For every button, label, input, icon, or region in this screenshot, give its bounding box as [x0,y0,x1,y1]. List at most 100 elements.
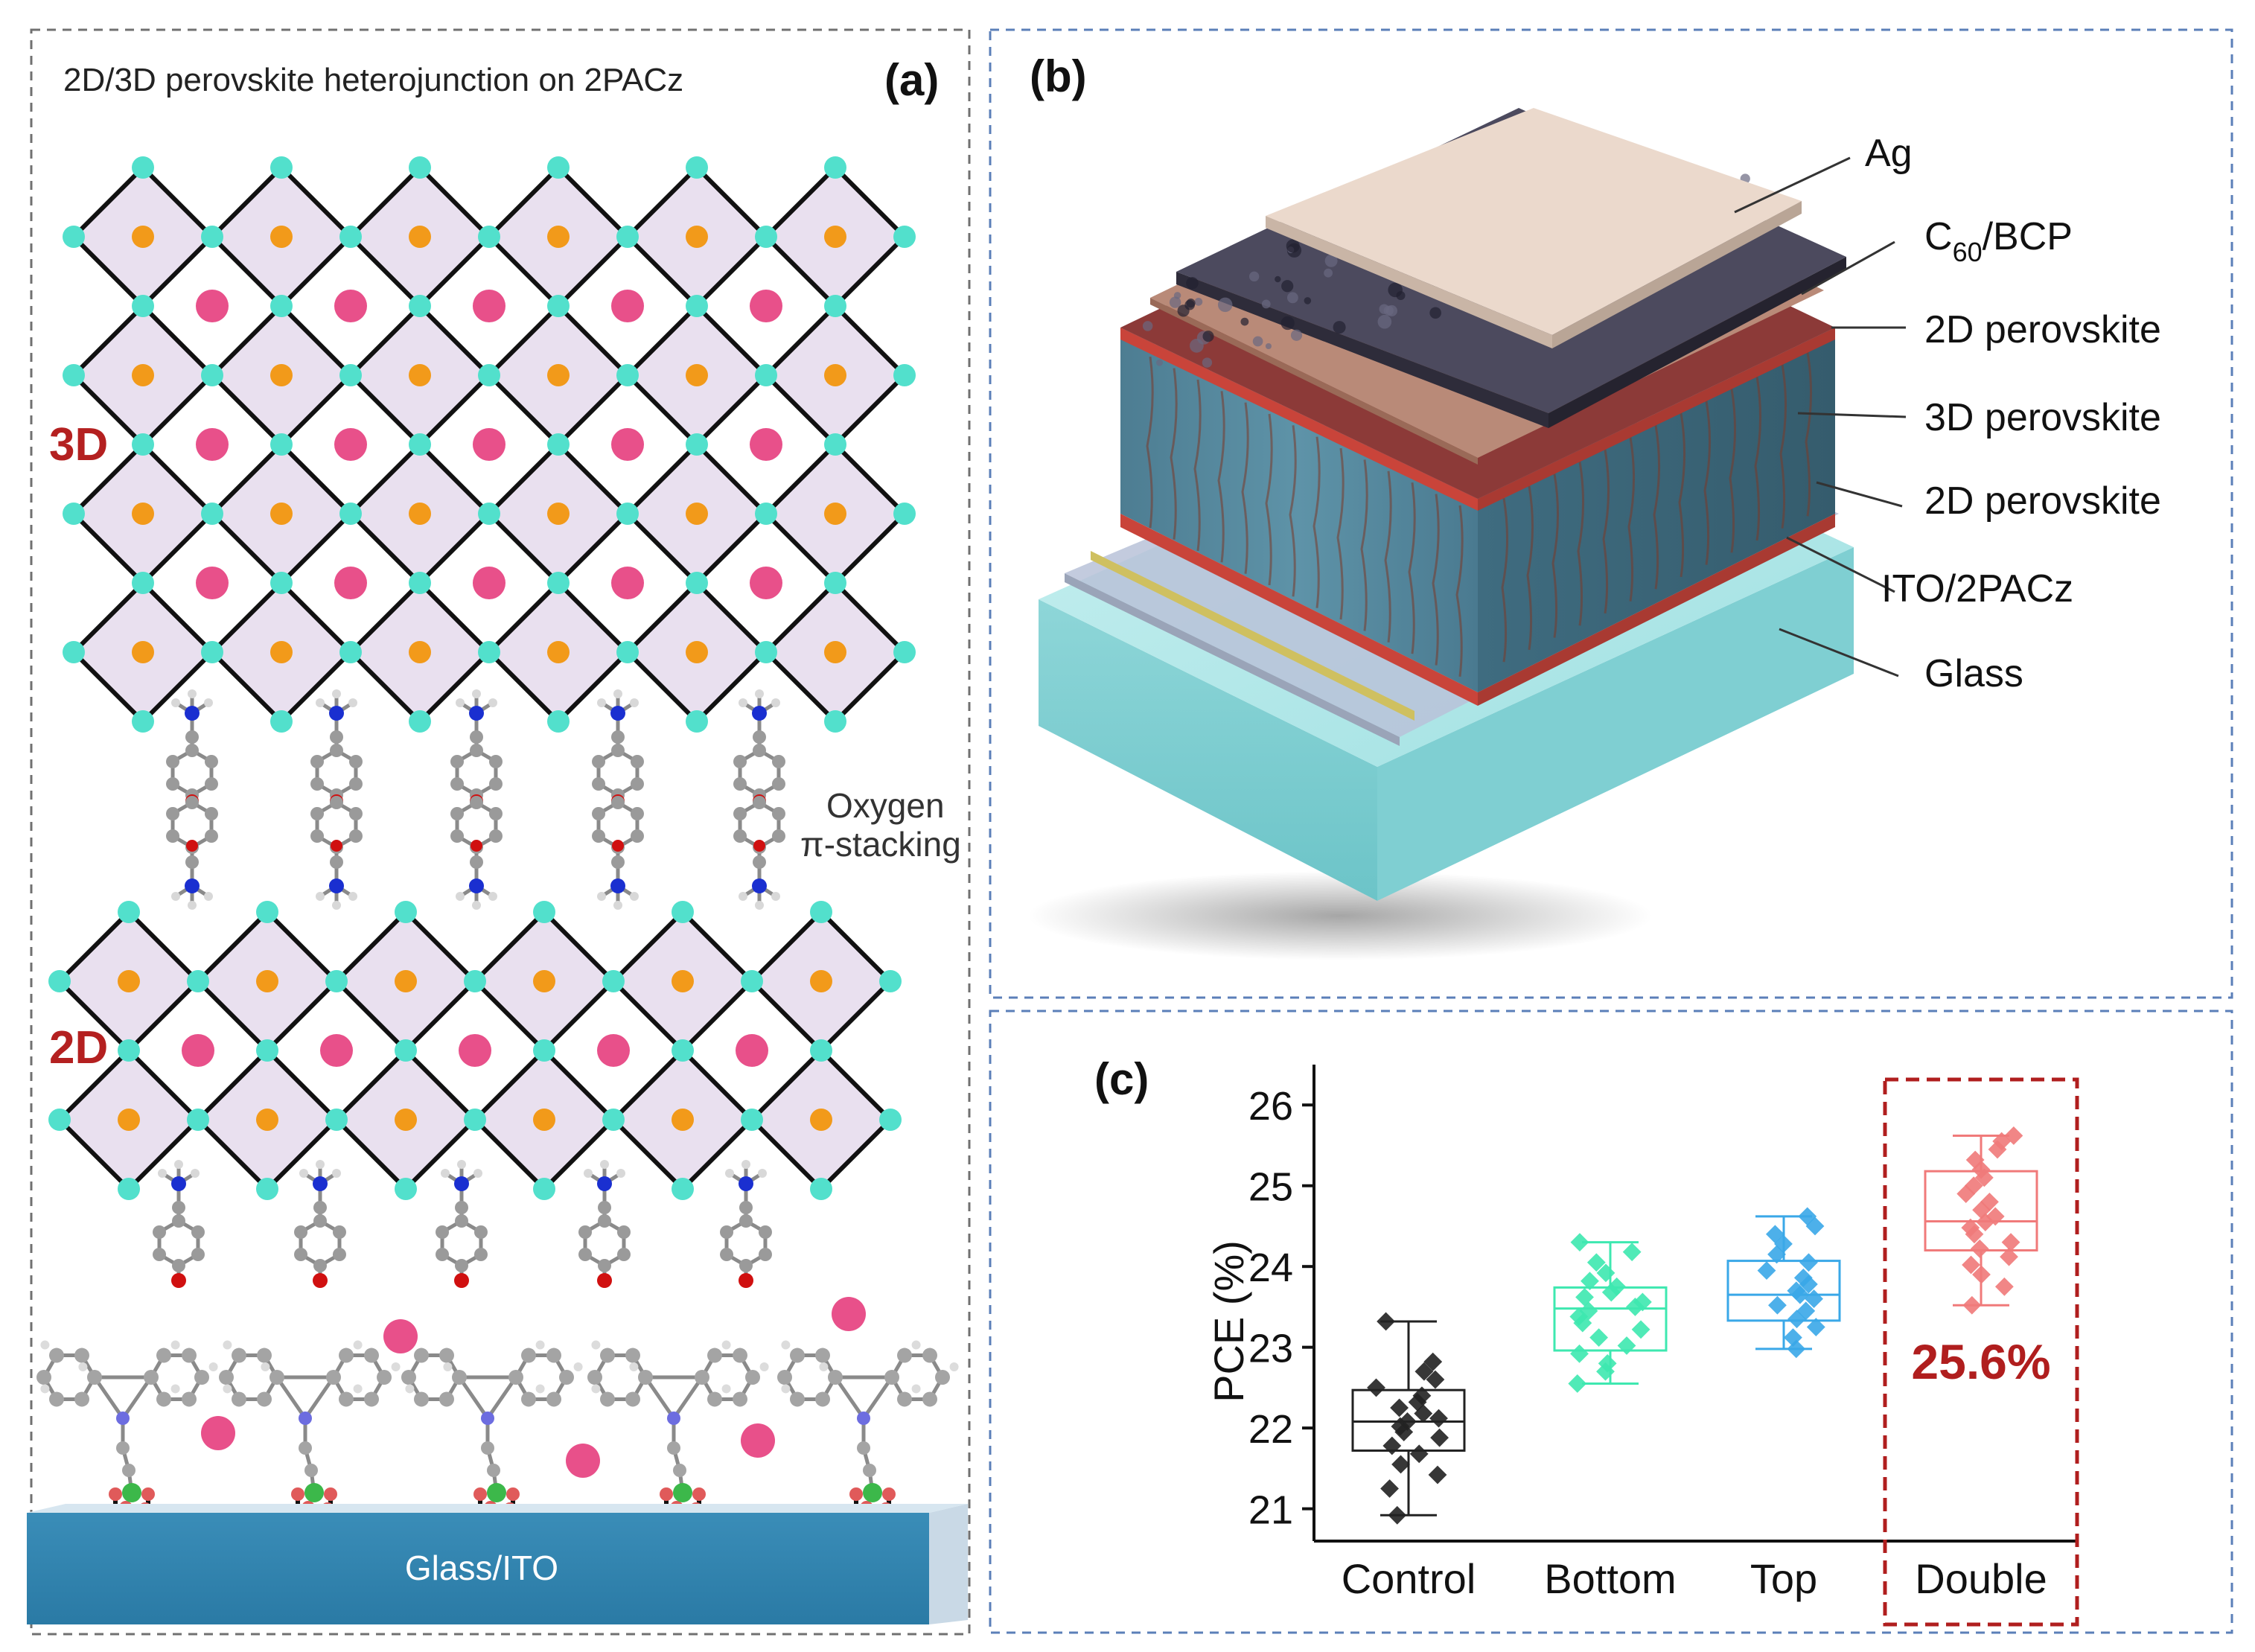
sam-atom [452,1370,467,1385]
sam-atom [232,1348,246,1363]
c60-speck [1333,321,1346,334]
sam-atom [182,1348,197,1363]
data-point [1390,1398,1409,1417]
molecule-atom [450,755,465,768]
halide-atom [187,1109,209,1131]
molecule-atom [471,840,482,852]
y-tick-label: 22 [1248,1407,1293,1452]
stack-shadow [1027,871,1653,960]
a-site-cation [334,428,367,461]
halide-atom [270,156,293,179]
halide-atom [201,226,223,248]
b-site-atom [409,364,431,386]
molecule-atom [332,1248,346,1261]
x-tick-label: Double [1915,1555,2047,1602]
molecule-atom [758,1169,767,1178]
c60-speck [1186,299,1196,308]
halide-atom [893,226,916,248]
halide-atom [879,970,902,992]
halide-atom [879,1109,902,1131]
halide-atom [686,156,708,179]
sam-oxygen [291,1487,304,1501]
label-2d-perovskite-bottom: 2D perovskite [1924,479,2161,523]
molecule-atom [185,706,200,721]
c60-speck [1173,292,1181,299]
sam-bond [275,1376,307,1420]
molecule-atom [204,807,218,820]
molecule-atom [450,829,465,843]
halide-atom [339,226,362,248]
label-3d: 3D [49,419,108,471]
halide-atom [686,710,708,733]
halide-atom [547,572,570,594]
sam-atom [304,1464,318,1477]
data-point [1961,1218,1980,1237]
molecule-atom [316,1160,325,1169]
b-site-atom [686,364,708,386]
grain-boundary [1729,389,1737,553]
halide-atom [270,572,293,594]
x-tick-label: Top [1750,1555,1817,1602]
sam-atom [481,1441,494,1455]
b-site-atom [118,1109,140,1131]
sam-atom [87,1370,102,1385]
data-point [1757,1261,1776,1281]
molecule-atom [158,1169,167,1178]
a-site-cation [750,428,782,461]
sam-bond [833,1376,866,1420]
b-site-atom [824,226,846,248]
halide-atom [187,970,209,992]
sam-atom [414,1391,429,1407]
molecule-atom [171,1273,186,1288]
data-point [1570,1344,1589,1363]
molecule-atom [316,892,325,901]
sam-atom [257,1348,272,1363]
sam-phosphorus [673,1483,692,1502]
halide-atom [339,641,362,663]
halide-atom [824,295,846,317]
a-site-cation [750,567,782,599]
data-point [1426,1370,1445,1389]
molecule-atom [313,1214,327,1228]
perovskite-front [1120,328,1478,692]
sam-atom [74,1391,89,1407]
sam-atom [219,1370,234,1385]
molecule-atom [172,1201,185,1214]
ito-film-front [1091,551,1414,721]
c60-speck [1217,297,1233,313]
sam-bond [457,1376,490,1420]
b-site-atom [824,641,846,663]
molecule-atom [488,829,503,843]
molecule-atom [630,892,639,901]
molecule-atom [739,698,747,707]
sam-hydrogen [40,1340,50,1350]
grain-boundary [1754,376,1762,541]
molecule-atom [329,878,344,893]
molecule-atom [436,1248,450,1261]
molecule-atom [348,698,357,707]
b-site-atom [270,503,293,525]
data-point [1589,1328,1609,1348]
data-point [1768,1295,1787,1315]
molecule-atom [739,1201,753,1214]
halide-atom [755,364,777,386]
oxygen-label: Oxygen [826,786,945,825]
panel-b-border [989,28,2233,999]
sam-atom [36,1370,51,1385]
data-point [1765,1225,1784,1244]
b-site-atom [395,1109,417,1131]
data-point [1367,1378,1385,1397]
free-cation [741,1423,775,1458]
molecule-atom [166,807,180,820]
sam-atom [194,1370,209,1385]
data-point [1388,1505,1407,1525]
sam-hydrogen [535,1384,545,1394]
molecule-atom [348,755,363,768]
molecule-atom [592,755,606,768]
y-axis-label: PCE (%) [1205,1240,1252,1403]
grain-boundary [1146,357,1154,529]
molecule-atom [733,755,747,768]
organic-spacer-lower [153,1160,772,1288]
label-glass: Glass [1924,652,2023,695]
molecule-atom [613,901,622,910]
